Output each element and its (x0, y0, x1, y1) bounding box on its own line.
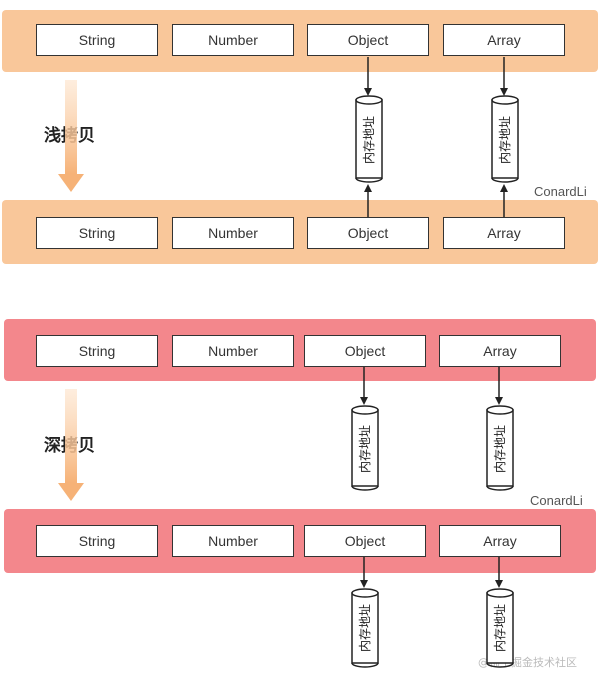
deep-target-array-cell: Array (439, 525, 561, 557)
shallow-array-memory-label: 内存地址 (498, 116, 512, 164)
shallow-object-memory-cylinder: 内存地址 (355, 95, 383, 183)
deep-object-memory-label: 内存地址 (358, 425, 372, 473)
shallow-copy-direction-arrow (58, 80, 84, 192)
shallow-source-object-cell: Object (307, 24, 429, 56)
deep-target-number-cell: Number (172, 525, 294, 557)
deep-copy-object-memory-label: 内存地址 (358, 604, 372, 652)
deep-array-memory-label: 内存地址 (493, 425, 507, 473)
shallow-target-object-cell: Object (307, 217, 429, 249)
shallow-source-array-cell: Array (443, 24, 565, 56)
shallow-source-number-cell: Number (172, 24, 294, 56)
shallow-target-array-cell: Array (443, 217, 565, 249)
deep-object-memory-cylinder: 内存地址 (351, 405, 379, 491)
shallow-author-watermark: ConardLi (534, 184, 587, 199)
deep-copy-array-memory-label: 内存地址 (493, 604, 507, 652)
shallow-target-string-cell: String (36, 217, 158, 249)
deep-array-memory-cylinder: 内存地址 (486, 405, 514, 491)
deep-author-watermark: ConardLi (530, 493, 583, 508)
deep-copy-direction-arrow (58, 389, 84, 501)
deep-target-string-cell: String (36, 525, 158, 557)
deep-source-number-cell: Number (172, 335, 294, 367)
shallow-source-string-cell: String (36, 24, 158, 56)
deep-target-object-cell: Object (304, 525, 426, 557)
shallow-object-memory-label: 内存地址 (362, 116, 376, 164)
deep-source-string-cell: String (36, 335, 158, 367)
deep-source-array-cell: Array (439, 335, 561, 367)
shallow-array-memory-cylinder: 内存地址 (491, 95, 519, 183)
deep-copy-object-memory-cylinder: 内存地址 (351, 588, 379, 668)
deep-copy-array-memory-cylinder: 内存地址 (486, 588, 514, 668)
shallow-target-number-cell: Number (172, 217, 294, 249)
deep-source-object-cell: Object (304, 335, 426, 367)
